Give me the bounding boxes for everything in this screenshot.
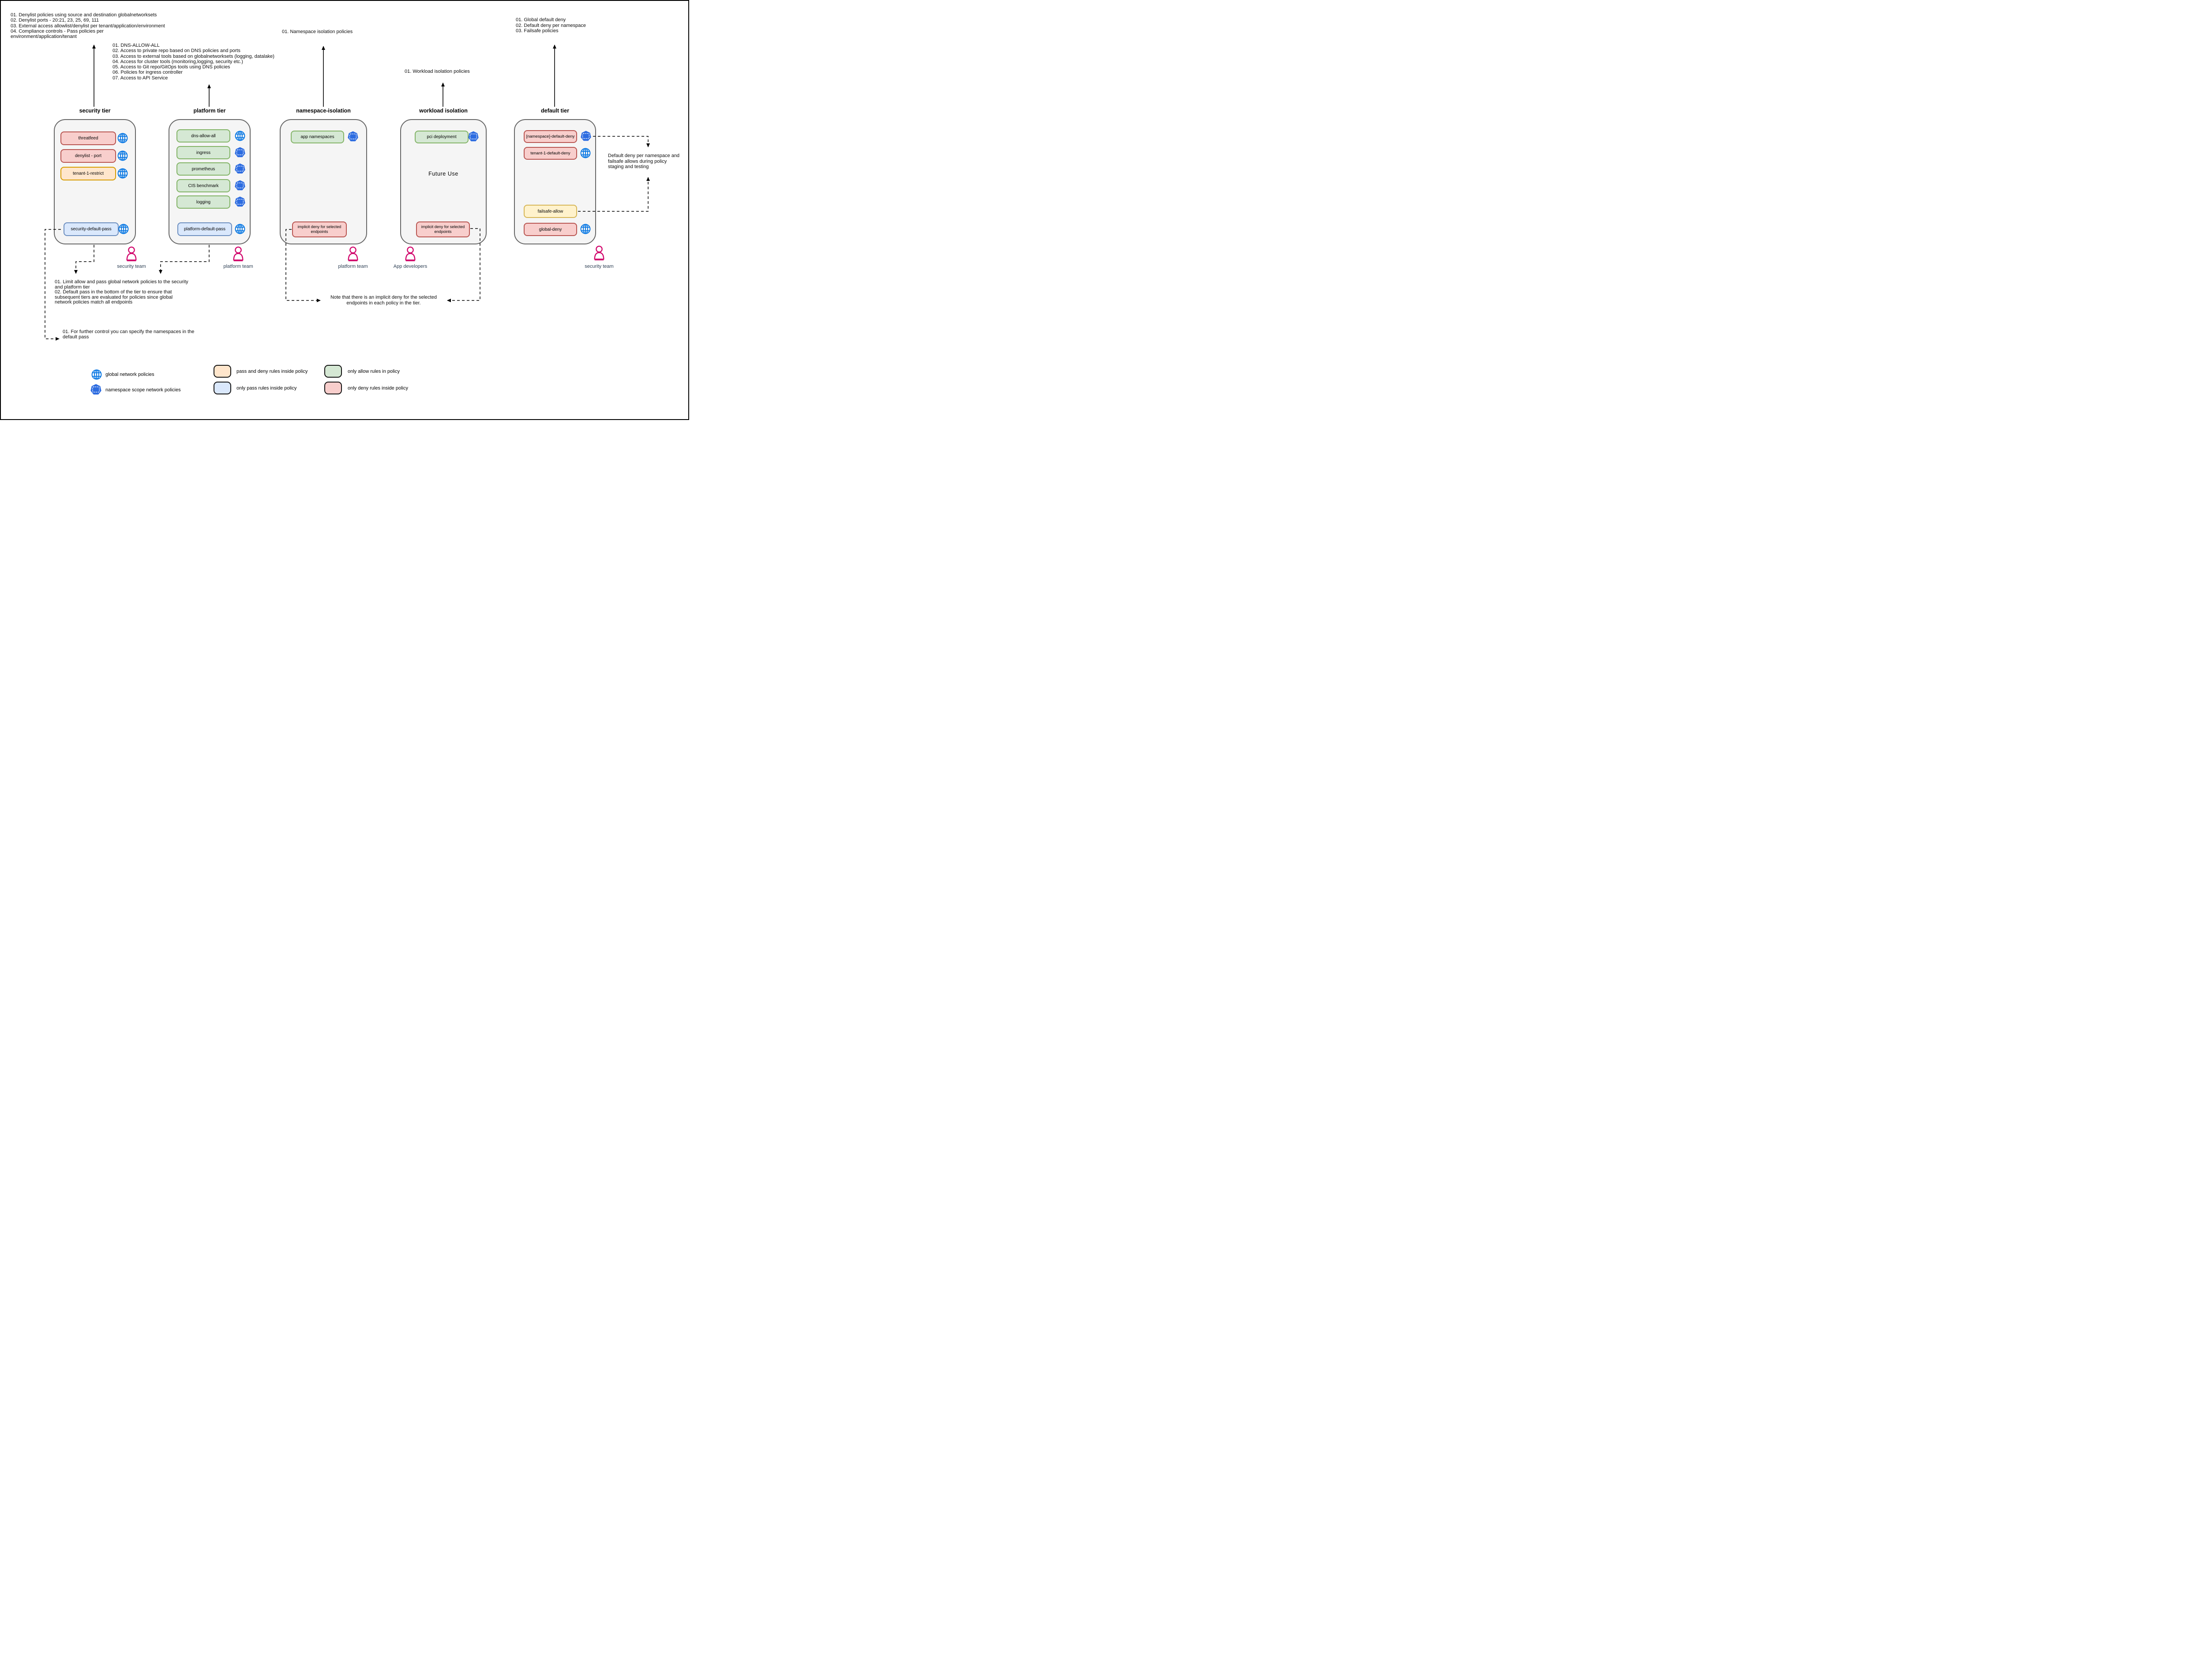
person-icon <box>125 246 138 262</box>
connector-namespace-implicit-deny-to-note <box>285 229 321 302</box>
future-use-label: Future Use <box>428 171 458 177</box>
team-label-security: security team <box>117 264 146 269</box>
policy-box-pci-deployment: pci deployment <box>415 131 469 143</box>
tier-title-namespace-isolation: namespace-isolation <box>296 108 351 114</box>
policy-box-namespace-implicit-deny: implicit deny for selected endpoints <box>292 221 347 237</box>
connector-default-pass-to-further-control <box>45 229 61 341</box>
platform-tier-notes: 01. DNS-ALLOW-ALL 02. Access to private … <box>113 43 274 81</box>
person-icon <box>404 246 417 262</box>
legend-only-allow: only allow rules in policy <box>348 368 400 374</box>
policy-box-global-deny: global-deny <box>524 223 577 236</box>
policy-box-app-namespaces: app namespaces <box>291 131 344 143</box>
only-deny-swatch <box>324 382 342 394</box>
globe-icon <box>580 224 591 234</box>
policy-box-cis-benchmark: CIS benchmark <box>176 179 230 192</box>
globe-icon <box>235 224 245 234</box>
default-tier-notes: 01. Global default deny 02. Default deny… <box>516 17 586 34</box>
namespace-policy-icon <box>234 147 246 158</box>
pass-deny-swatch <box>214 365 231 378</box>
workload-isolation-note: 01. Workload isolation policies <box>405 69 470 74</box>
team-label-platform: platform team <box>223 264 253 269</box>
tier-title-default: default tier <box>541 108 569 114</box>
connector-workload-implicit-deny-to-note <box>447 228 480 302</box>
policy-box-tenant-1-restrict: tenant-1-restrict <box>60 167 116 180</box>
namespace-policy-icon <box>90 384 102 395</box>
person-icon <box>232 246 245 262</box>
globe-icon <box>117 168 128 179</box>
team-label-security-2: security team <box>585 264 614 269</box>
tier-title-security: security tier <box>79 108 111 114</box>
legend-only-pass: only pass rules inside policy <box>236 385 297 391</box>
policy-box-namespace-default-deny: [namespace]-default-deny <box>524 130 577 143</box>
policy-box-threatfeed: threatfeed <box>60 131 116 145</box>
policy-box-denylist-port: denylist - port <box>60 149 116 163</box>
policy-box-platform-default-pass: platform-default-pass <box>177 222 232 236</box>
namespace-policy-icon <box>347 131 359 142</box>
globe-icon <box>91 369 102 380</box>
policy-box-workload-implicit-deny: implicit deny for selected endpoints <box>416 221 470 237</box>
policy-box-ingress: ingress <box>176 146 230 159</box>
namespace-policy-icon <box>234 163 246 174</box>
policy-box-tenant-1-default-deny: tenant-1-default-deny <box>524 147 577 160</box>
further-control-note: 01. For further control you can specify … <box>63 329 195 340</box>
policy-box-security-default-pass: security-default-pass <box>64 222 119 236</box>
diagram-canvas: 01. Denylist policies using source and d… <box>0 0 689 420</box>
legend-pass-and-deny: pass and deny rules inside policy <box>236 368 308 374</box>
team-label-platform-2: platform team <box>338 264 368 269</box>
staging-note: Default deny per namespace and failsafe … <box>608 153 680 170</box>
globe-icon <box>235 131 245 141</box>
policy-box-prometheus: prometheus <box>176 162 230 176</box>
namespace-policy-icon <box>580 131 592 142</box>
legend-only-deny: only deny rules inside policy <box>348 385 408 391</box>
policy-box-dns-allow-all: dns-allow-all <box>176 129 230 142</box>
person-icon <box>346 246 360 262</box>
legend-global-network-policies: global network policies <box>105 372 154 377</box>
namespace-isolation-note: 01. Namespace isolation policies <box>282 29 353 34</box>
connector-failsafe-allow-to-staging-note <box>578 177 650 212</box>
globe-icon <box>117 150 128 161</box>
connector-layer <box>45 45 650 341</box>
connector-platform-tier-to-limit-note <box>159 245 210 274</box>
globe-icon <box>580 148 591 158</box>
globe-icon <box>118 224 129 234</box>
implicit-deny-note: Note that there is an implicit deny for … <box>330 295 437 306</box>
connector-security-tier-to-limit-note <box>74 245 94 274</box>
only-allow-swatch <box>324 365 342 378</box>
security-tier-notes: 01. Denylist policies using source and d… <box>11 12 165 40</box>
connector-namespace-default-deny-to-staging-note <box>593 136 650 147</box>
limit-pass-note: 01. Limit allow and pass global network … <box>55 279 188 305</box>
tier-title-platform: platform tier <box>193 108 226 114</box>
policy-box-logging: logging <box>176 195 230 209</box>
globe-icon <box>117 133 128 143</box>
person-icon <box>593 245 606 261</box>
namespace-policy-icon <box>234 196 246 207</box>
policy-box-failsafe-allow: failsafe-allow <box>524 205 577 218</box>
legend-namespace-scope-policies: namespace scope network policies <box>105 387 181 393</box>
namespace-policy-icon <box>234 180 246 191</box>
team-label-app-developers: App developers <box>393 264 428 269</box>
only-pass-swatch <box>214 382 231 394</box>
namespace-policy-icon <box>468 131 479 142</box>
tier-title-workload-isolation: workload isolation <box>419 108 468 114</box>
